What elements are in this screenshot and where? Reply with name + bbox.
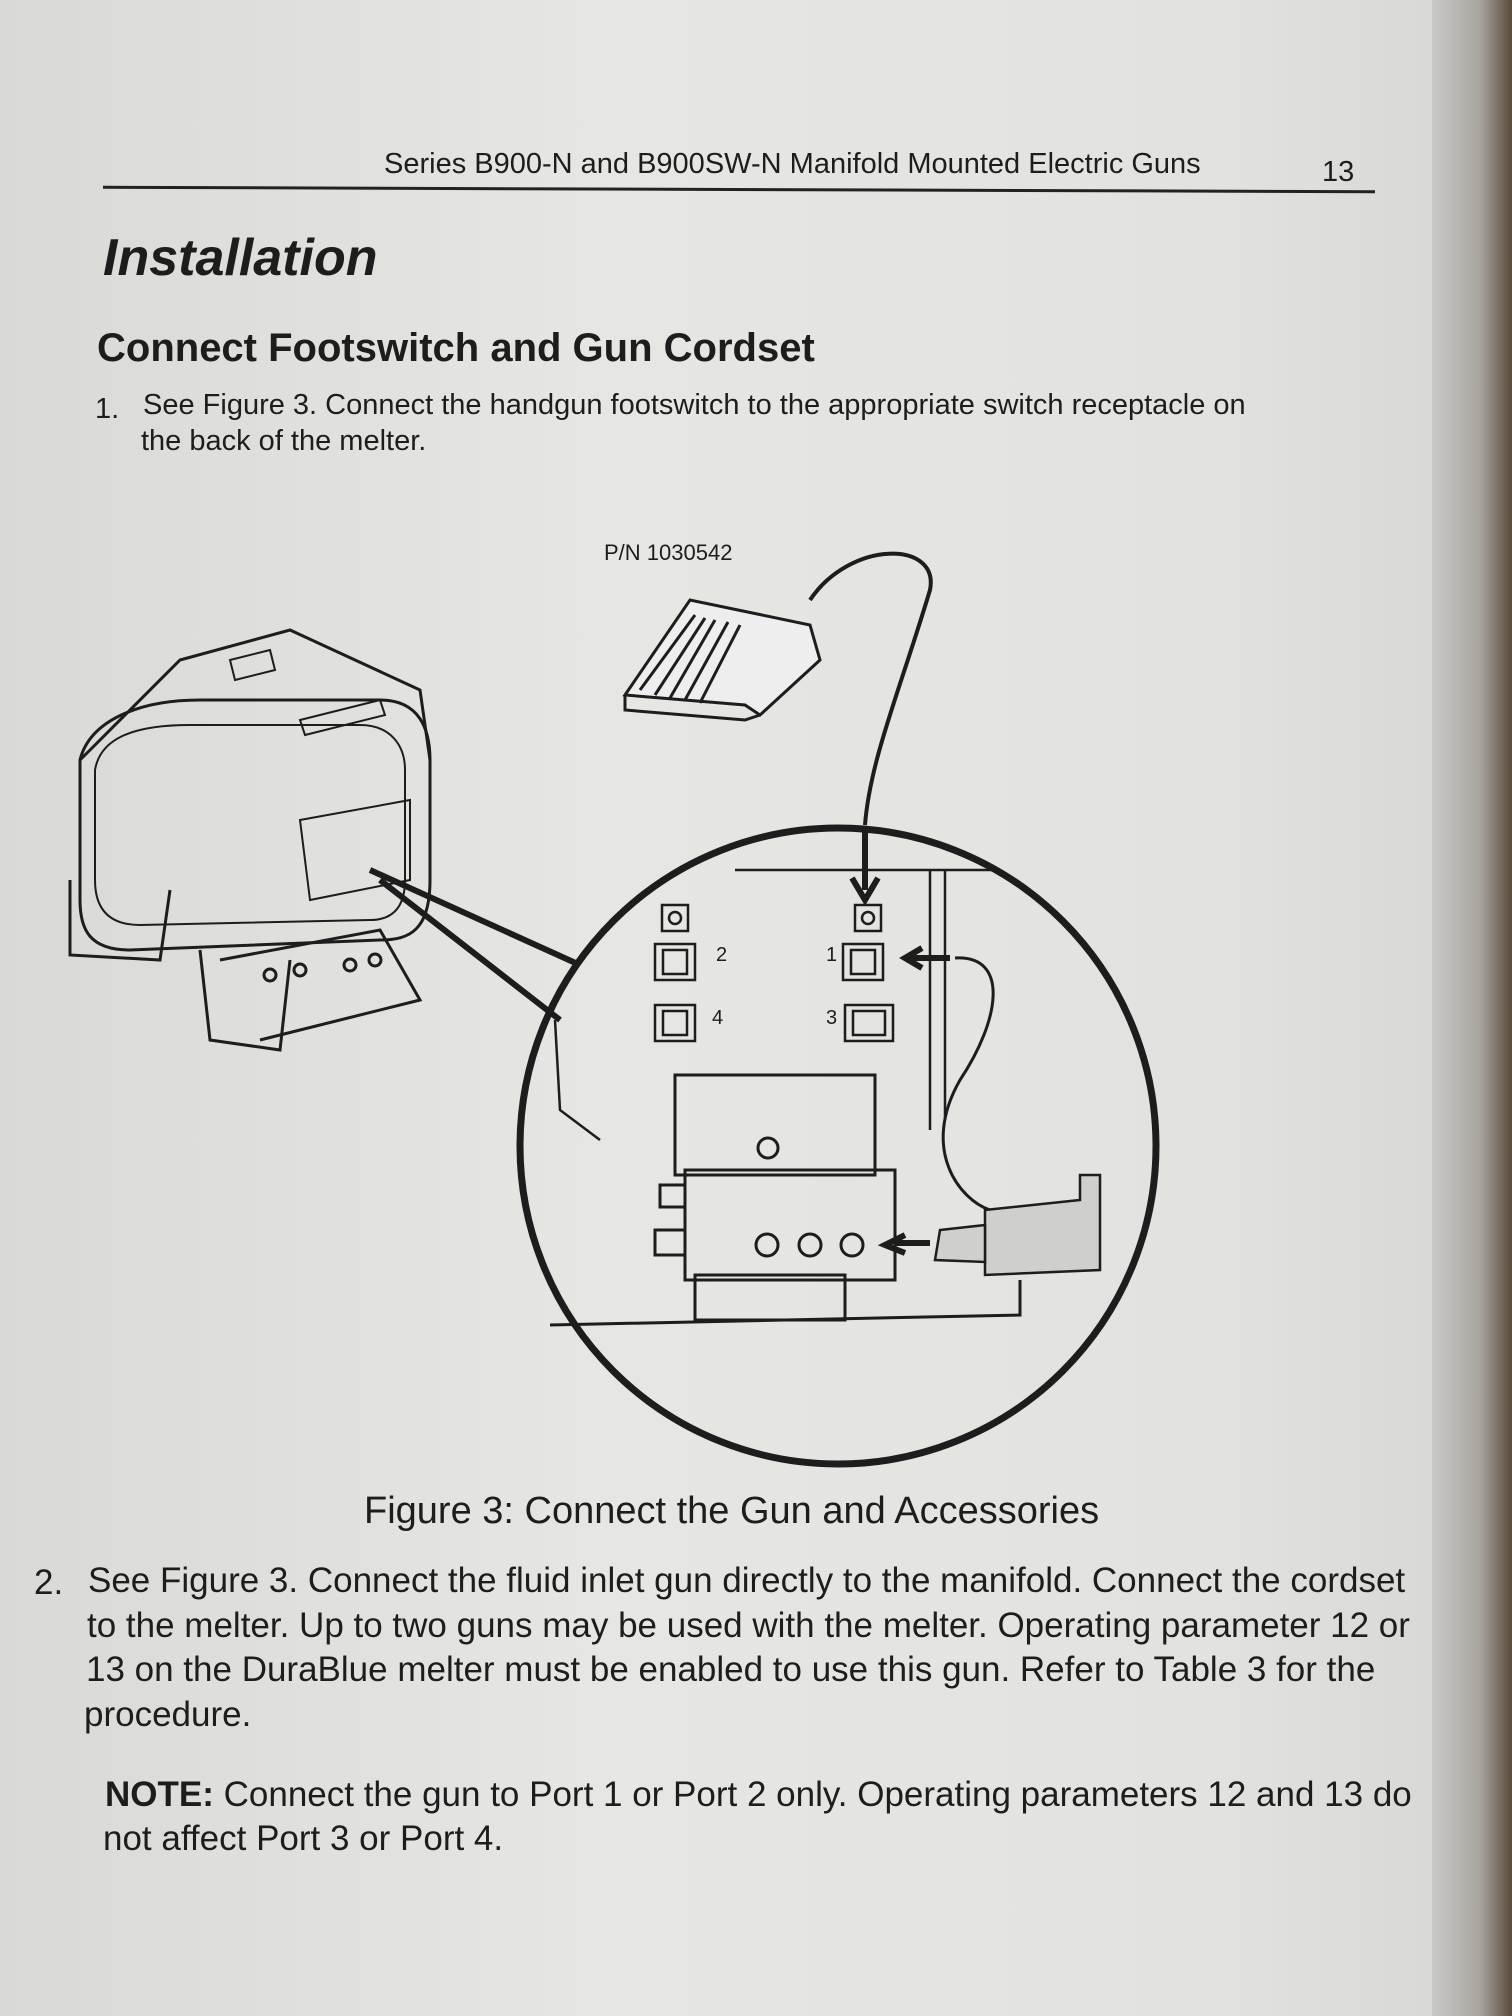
cordset-arrow-icon	[899, 945, 950, 971]
cordset-cable	[941, 956, 995, 1212]
callout-pointer	[368, 867, 582, 1023]
step-line: See Figure 3. Connect the fluid inlet gu…	[88, 1561, 1406, 1600]
port-label-4: 4	[712, 1007, 723, 1029]
step-line: the back of the melter.	[141, 425, 427, 457]
step-number: 1.	[95, 393, 120, 425]
step-line: to the melter. Up to two guns may be use…	[87, 1606, 1410, 1645]
note-label: NOTE:	[105, 1775, 214, 1814]
note-line: Connect the gun to Port 1 or Port 2 only…	[213, 1775, 1412, 1814]
section-title: Installation	[103, 229, 378, 287]
page-edge	[1432, 0, 1512, 2016]
detail-circle	[516, 824, 1160, 1468]
step-number: 2.	[34, 1563, 64, 1602]
melter-icon	[68, 628, 432, 1052]
plug-arrow-icon	[849, 830, 881, 906]
step-line: procedure.	[84, 1695, 252, 1734]
step-line: 13 on the DuraBlue melter must be enable…	[86, 1650, 1376, 1689]
port-label-1: 1	[826, 944, 837, 966]
page-number: 13	[1322, 156, 1355, 188]
note-line: not affect Port 3 or Port 4.	[103, 1819, 504, 1858]
footswitch-cable	[808, 551, 933, 826]
subsection-title: Connect Footswitch and Gun Cordset	[97, 326, 815, 370]
figure-caption: Figure 3: Connect the Gun and Accessorie…	[364, 1490, 1100, 1532]
footswitch-icon	[622, 598, 822, 722]
step-line: See Figure 3. Connect the handgun footsw…	[143, 389, 1246, 421]
port-panel	[553, 868, 1000, 1141]
running-header: Series B900-N and B900SW-N Manifold Moun…	[384, 148, 1201, 180]
manifold-icon	[549, 1073, 1022, 1327]
port-label-3: 3	[826, 1007, 837, 1029]
port-label-2: 2	[716, 944, 727, 966]
electric-gun-icon	[877, 1173, 1102, 1277]
part-number-label: P/N 1030542	[604, 540, 733, 565]
